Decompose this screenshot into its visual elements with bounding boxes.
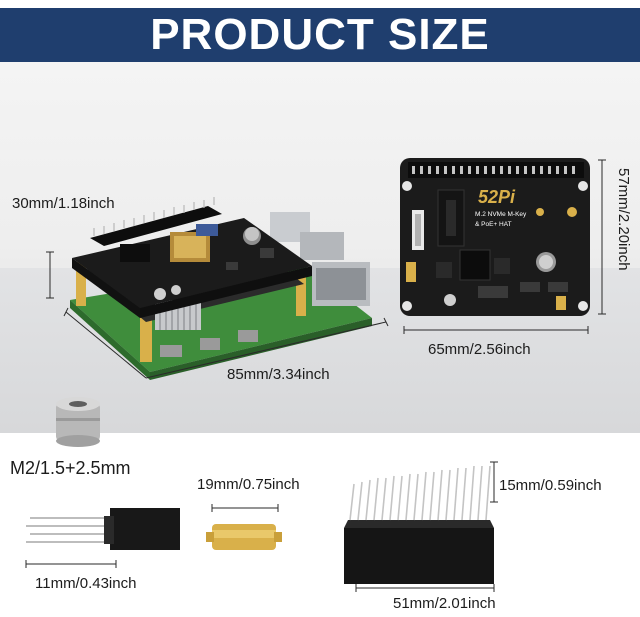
pin-header-length-label: 11mm/0.43inch xyxy=(35,575,137,592)
board-caption-line1: M.2 NVMe M-Key xyxy=(475,211,527,218)
stack-length-label: 85mm/3.34inch xyxy=(227,366,330,383)
board-caption-line2: & PoE+ HAT xyxy=(475,221,512,228)
stacking-header-image xyxy=(344,465,494,584)
pin-header-dimension-line xyxy=(25,560,117,568)
standoff-image xyxy=(206,524,282,550)
pin-header-image xyxy=(26,508,180,550)
page-title: PRODUCT SIZE xyxy=(150,10,490,59)
screw-image xyxy=(56,397,100,447)
board-brand-logo: 52Pi xyxy=(478,187,516,207)
board-depth-label: 57mm/2.20inch xyxy=(615,168,632,271)
stack-height-label: 30mm/1.18inch xyxy=(12,195,115,212)
standoff-dimension-line xyxy=(211,504,279,512)
board-width-label: 65mm/2.56inch xyxy=(428,341,531,358)
stacking-header-height-label: 15mm/0.59inch xyxy=(499,477,602,494)
hat-board-image xyxy=(400,158,590,316)
header-banner: PRODUCT SIZE xyxy=(0,8,640,62)
stacked-assembly-image xyxy=(70,197,372,380)
stacking-header-dimension-lines xyxy=(355,461,498,592)
board-dimension-lines xyxy=(403,159,606,334)
stacking-header-width-label: 51mm/2.01inch xyxy=(393,595,496,612)
stack-dimension-lines xyxy=(46,251,389,379)
screw-label: M2/1.5+2.5mm xyxy=(10,458,131,478)
standoff-length-label: 19mm/0.75inch xyxy=(197,476,300,493)
